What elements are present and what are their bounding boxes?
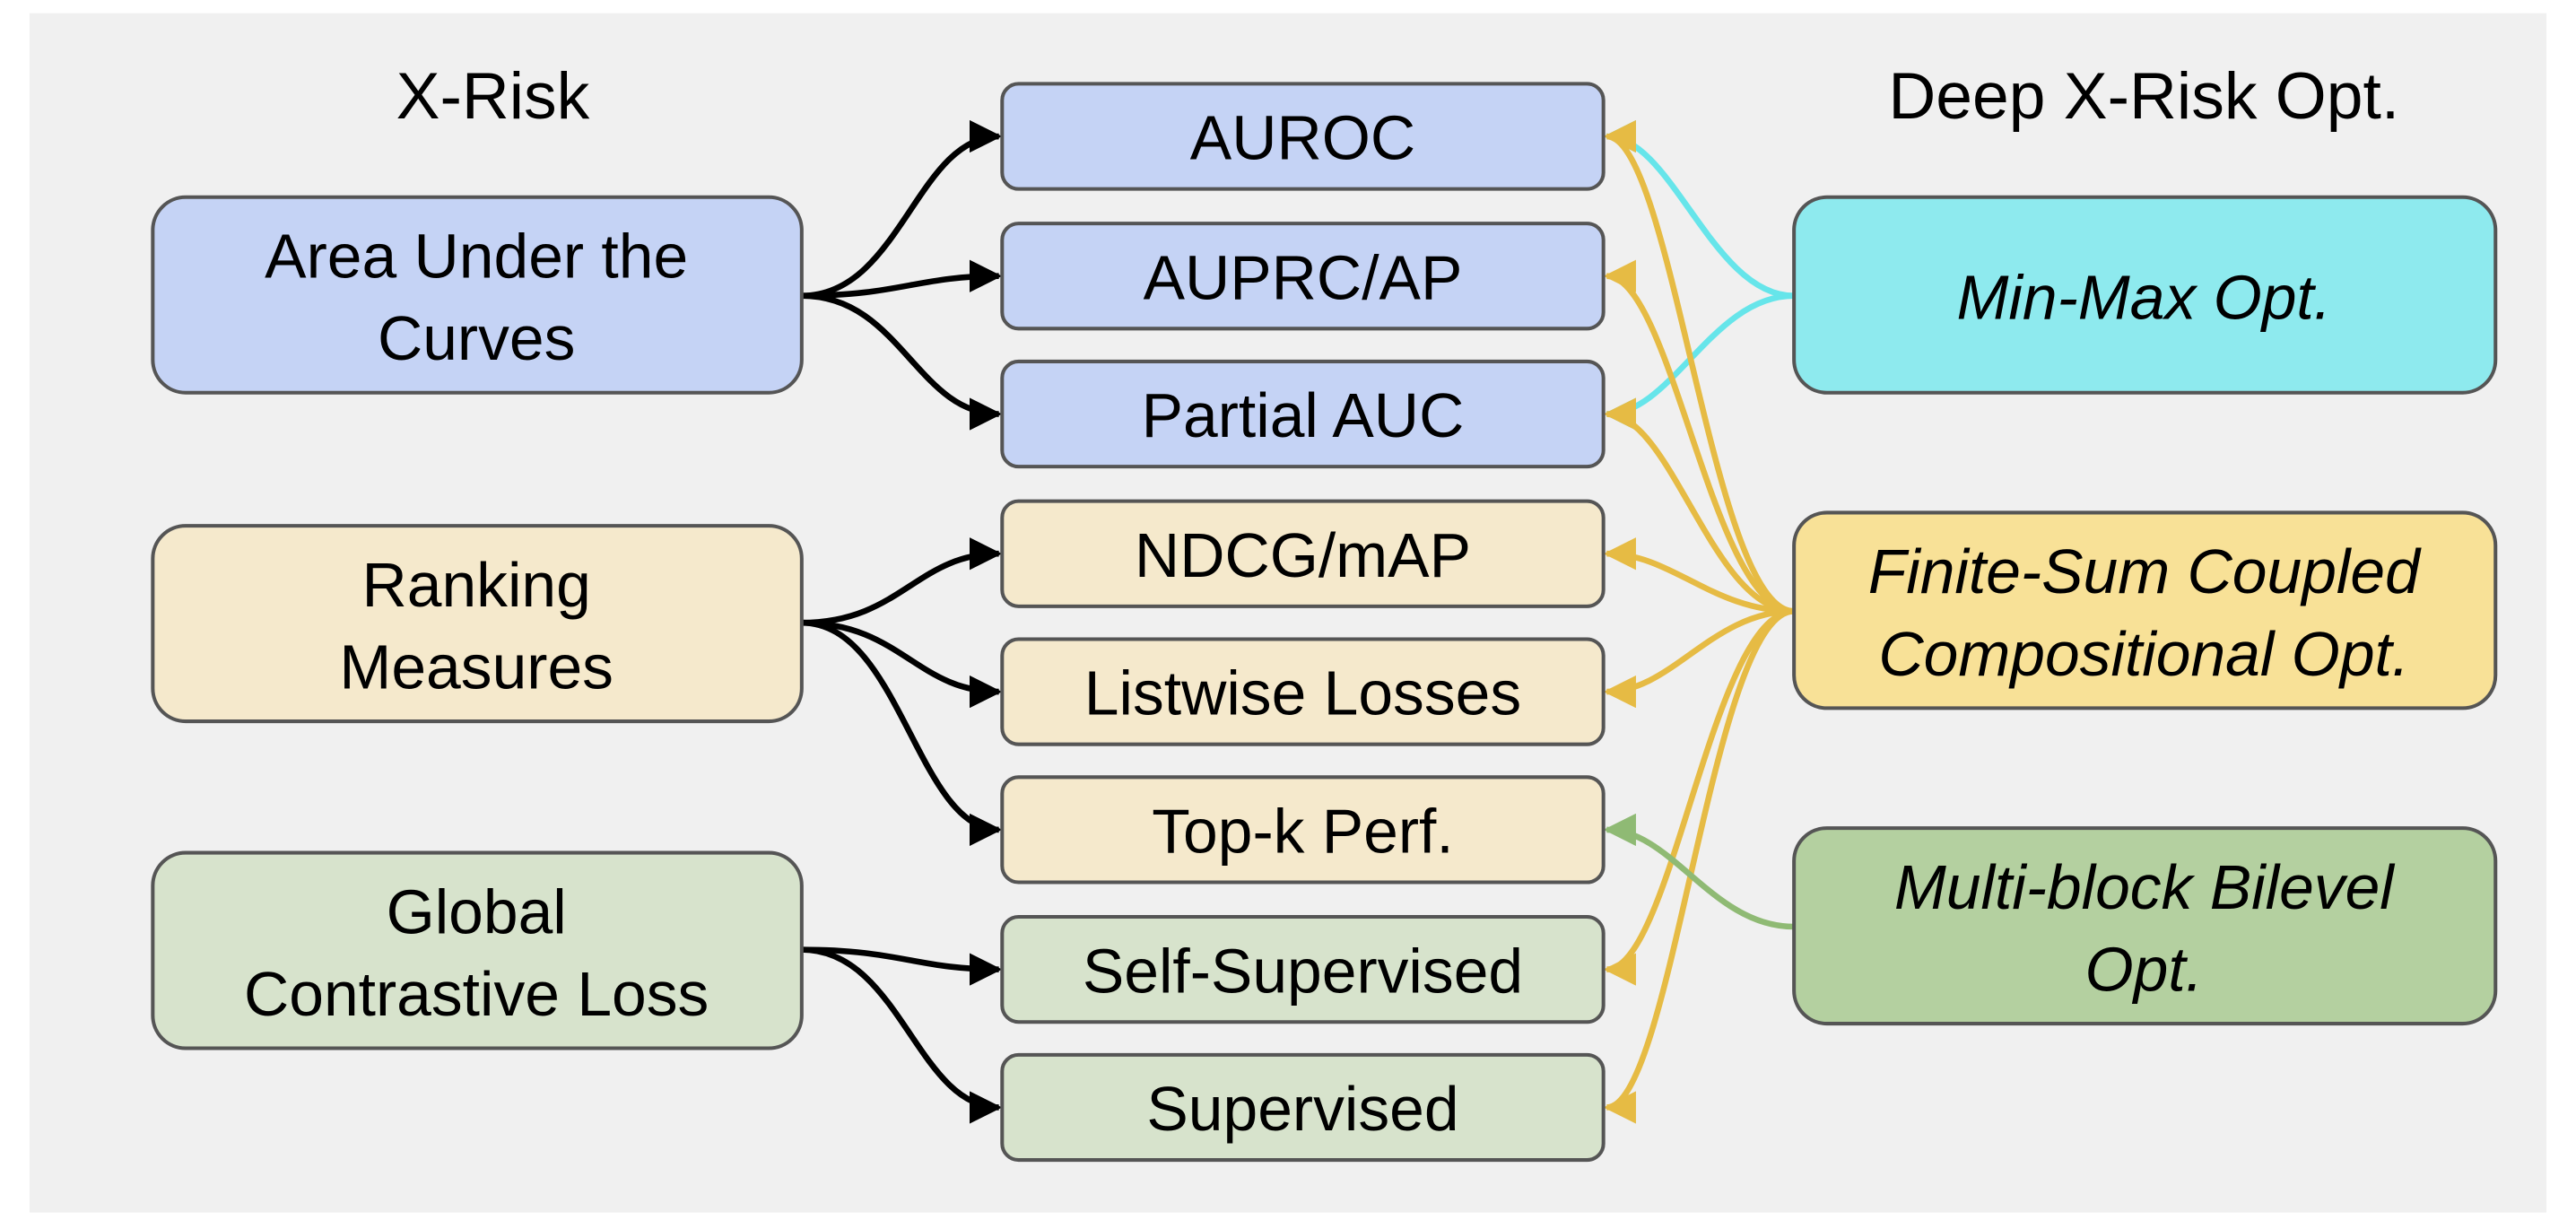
node-label-line: Area Under the	[265, 222, 688, 292]
node-label: NDCG/mAP	[1135, 520, 1471, 590]
node-partial-auc: Partial AUC	[1000, 359, 1606, 469]
node-label: Partial AUC	[1142, 380, 1465, 450]
node-supervised: Supervised	[1000, 1052, 1606, 1163]
node-finite-sum-coupled-compositional-opt: Finite-Sum Coupled Compositional Opt.	[1792, 510, 2498, 710]
node-label: Supervised	[1146, 1074, 1458, 1144]
edge-finite-to-auprc	[1603, 259, 1795, 614]
edge-finite-to-sup	[1603, 608, 1795, 1124]
node-auroc: AUROC	[1000, 82, 1606, 191]
node-auprc-ap: AUPRC/AP	[1000, 222, 1606, 331]
node-listwise-losses: Listwise Losses	[1000, 637, 1606, 746]
node-label: Self-Supervised	[1083, 936, 1523, 1006]
node-top-k-perf: Top-k Perf.	[1000, 775, 1606, 885]
node-global-contrastive-loss: Global Contrastive Loss	[151, 850, 804, 1050]
edge-ranking-to-topk	[801, 619, 1003, 846]
left-column-header: X-Risk	[396, 59, 590, 133]
edge-finite-to-ndcg	[1603, 537, 1795, 614]
edge-contrastive-to-sup	[801, 946, 1003, 1124]
node-label-line: Finite-Sum Coupled	[1868, 536, 2422, 606]
node-ranking-measures: Ranking Measures	[151, 524, 804, 724]
node-multi-block-bilevel-opt: Multi-block Bilevel Opt.	[1792, 826, 2498, 1026]
node-label: AUPRC/AP	[1144, 242, 1463, 312]
node-label-line: Measures	[339, 632, 614, 702]
edge-finite-to-pauc	[1603, 397, 1795, 614]
node-label-line: Min-Max Opt.	[1956, 262, 2331, 332]
edge-finite-to-auroc	[1603, 120, 1795, 614]
node-label-line: Global	[387, 876, 567, 946]
edge-finite-to-selfsup	[1603, 608, 1795, 986]
node-label: AUROC	[1190, 103, 1415, 173]
node-label: Top-k Perf.	[1152, 797, 1453, 867]
edge-contrastive-to-selfsup	[801, 946, 1003, 986]
node-label-line: Ranking	[361, 550, 590, 620]
right-column-header: Deep X-Risk Opt.	[1888, 59, 2399, 133]
edge-ranking-to-ndcg	[801, 537, 1003, 626]
node-label: Listwise Losses	[1084, 658, 1521, 728]
node-label-line: Opt.	[2085, 934, 2204, 1004]
edge-finite-to-listwise	[1603, 608, 1795, 709]
node-ndcg-map: NDCG/mAP	[1000, 499, 1606, 608]
node-label-line: Curves	[378, 303, 575, 373]
node-min-max-opt: Min-Max Opt.	[1792, 195, 2498, 395]
node-label-line: Multi-block Bilevel	[1894, 852, 2396, 922]
node-self-supervised: Self-Supervised	[1000, 914, 1606, 1024]
edge-auc-to-auroc	[801, 119, 1003, 299]
edge-bilevel-to-topk	[1603, 813, 1795, 930]
node-area-under-curves: Area Under the Curves	[151, 195, 804, 395]
edges-layer	[801, 119, 1795, 1124]
edge-auc-to-auprc	[801, 259, 1003, 299]
node-label-line: Contrastive Loss	[244, 959, 709, 1029]
edge-ranking-to-listwise	[801, 619, 1003, 709]
node-label-line: Compositional Opt.	[1878, 619, 2409, 689]
edge-auc-to-pauc	[801, 292, 1003, 431]
